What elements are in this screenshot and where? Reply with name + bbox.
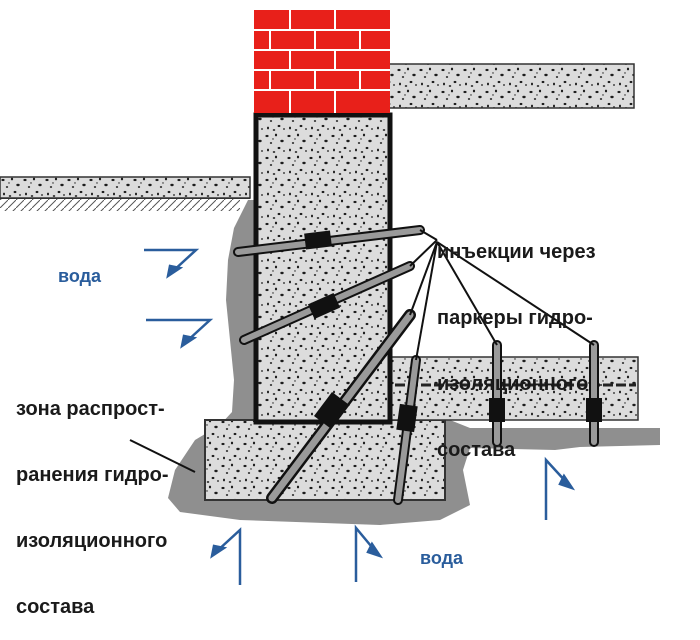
- water-label-left: вода: [58, 266, 102, 286]
- spread-zone-label-line: изоляционного: [16, 530, 168, 552]
- water-arrow-icon: [144, 248, 200, 279]
- leader-lines: [129, 229, 595, 473]
- injection-label-line: изоляционного: [437, 373, 589, 395]
- water-arrows: [144, 248, 576, 585]
- foundation-waterproofing-diagram: [0, 10, 660, 585]
- water-arrow-icon: [544, 456, 576, 520]
- water-arrow-icon: [354, 524, 384, 582]
- injection-label-line: паркеры гидро-: [437, 307, 593, 329]
- water-label-bottom: вода: [420, 548, 464, 568]
- spread-zone-label-line: зона распрост-: [16, 398, 165, 420]
- injection-label-line: инъекции через: [437, 241, 596, 263]
- packers: [233, 225, 602, 505]
- injection-label-line: состава: [437, 439, 516, 461]
- spread-zone-label-line: состава: [16, 596, 95, 618]
- ground-hatch-left: [0, 199, 240, 211]
- water-arrow-icon: [146, 318, 214, 349]
- spread-zone-label-line: ранения гидро-: [16, 464, 169, 486]
- upper-floor-slab: [375, 63, 635, 109]
- injection-label: инъекции через паркеры гидро- изоляционн…: [437, 197, 596, 483]
- spread-zone-label: зона распрост- ранения гидро- изоляционн…: [16, 354, 169, 640]
- brick-wall: [254, 10, 390, 113]
- water-arrow-icon: [210, 527, 242, 585]
- blind-area-slab: [0, 176, 251, 199]
